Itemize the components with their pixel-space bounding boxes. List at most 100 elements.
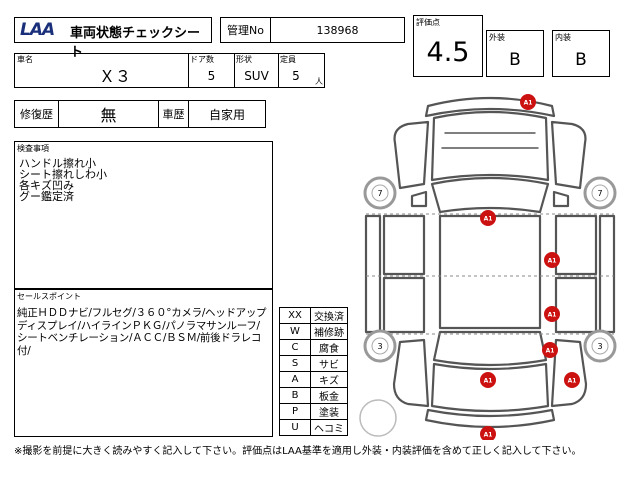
rating-value: 4.5 [426, 36, 470, 68]
tire-tread-indicator: 3 [363, 329, 397, 363]
spare-tire [359, 399, 397, 437]
damage-marker-label: A1 [484, 216, 493, 223]
damage-marker: A1 [544, 252, 560, 268]
front-bumper [424, 96, 556, 118]
damage-marker-label: A1 [548, 312, 557, 319]
divider [234, 54, 235, 87]
legend-meaning: 腐食 [310, 339, 348, 356]
legend-code: S [279, 355, 311, 372]
damage-marker-label: A1 [568, 378, 577, 385]
rating-box: 評価点 4.5 [413, 15, 483, 77]
left-front-fender [393, 120, 430, 190]
damage-marker: A1 [480, 210, 496, 226]
repair-value: 無 [59, 101, 159, 127]
sales-label: セールスポイント [17, 292, 81, 301]
legend-meaning: 補修跡 [310, 323, 348, 340]
damage-marker: A1 [520, 94, 536, 110]
sales-text: 純正ＨＤＤナビ/フルセグ/３６０°カメラ/ヘッドアップディスプレイ/ハイラインＰ… [17, 307, 267, 357]
right-front-door [554, 214, 598, 276]
tire-label: 3 [597, 342, 602, 351]
usage-value: 自家用 [208, 107, 245, 122]
tire-label: 7 [377, 189, 382, 198]
legend-code: C [279, 339, 311, 356]
tire-tread-indicator: 7 [583, 176, 617, 210]
capacity-label: 定員 [280, 55, 296, 64]
inspection-box: 検査事項 ハンドル擦れ小 シート擦れしわ小 各キズ凹み グー鑑定済 [14, 141, 273, 289]
tire-label: 3 [377, 342, 382, 351]
rear-glass [432, 330, 548, 367]
right-rear-fender [550, 338, 588, 408]
legend-meaning: ヘコミ [310, 419, 348, 436]
damage-marker: A1 [544, 306, 560, 322]
vehicle-row: 車名 Ｘ３ ドア数 5 形状 SUV 定員 5 人 [14, 53, 325, 88]
legend-code: W [279, 323, 311, 340]
right-mirror [552, 190, 570, 208]
rear-bumper [424, 408, 556, 429]
shape-label: 形状 [236, 55, 252, 64]
inspection-label: 検査事項 [17, 144, 49, 153]
hood [430, 110, 550, 182]
inspection-text: ハンドル擦れ小 シート擦れしわ小 各キズ凹み グー鑑定済 [19, 157, 107, 203]
right-front-fender [550, 120, 587, 190]
title-box: LAA 車両状態チェックシート [14, 17, 212, 60]
laa-logo: LAA [20, 20, 55, 40]
repair-label: 修復歴 [15, 101, 59, 127]
exterior-value: B [509, 50, 521, 70]
capacity-value: 5 [292, 69, 300, 83]
tire-tread-indicator: 7 [363, 176, 397, 210]
left-rear-fender [392, 338, 430, 408]
legend-code: XX [279, 307, 311, 324]
tire-tread-indicator: 3 [583, 329, 617, 363]
rating-label: 評価点 [416, 18, 440, 27]
left-mirror [410, 190, 428, 208]
windshield [430, 176, 550, 214]
sales-box: セールスポイント 純正ＨＤＤナビ/フルセグ/３６０°カメラ/ヘッドアップディスプ… [14, 289, 273, 437]
capacity-unit: 人 [315, 77, 323, 86]
damage-marker-label: A1 [484, 378, 493, 385]
legend-code: U [279, 419, 311, 436]
exterior-box: 外装 B [486, 30, 544, 77]
damage-marker-label: A1 [548, 258, 557, 265]
mgmt-label: 管理No [221, 18, 271, 42]
damage-marker-label: A1 [484, 432, 493, 439]
damage-marker: A1 [542, 342, 558, 358]
footer-note: ※撮影を前提に大きく読みやすく記入して下さい。評価点はLAA基準を適用し外装・内… [14, 446, 582, 457]
shape-value: SUV [244, 69, 269, 83]
usage-label: 車歴 [159, 101, 189, 127]
legend-meaning: 交換済 [310, 307, 348, 324]
damage-marker-label: A1 [524, 100, 533, 107]
left-front-door [382, 214, 426, 276]
left-rear-door [382, 276, 426, 334]
interior-label: 内装 [555, 33, 571, 42]
right-side-sill [598, 214, 616, 334]
damage-marker: A1 [480, 372, 496, 388]
exterior-label: 外装 [489, 33, 505, 42]
damage-marker: A1 [480, 426, 496, 440]
history-row: 修復歴 無 車歴 自家用 [14, 100, 266, 128]
legend-meaning: キズ [310, 371, 348, 388]
divider [188, 54, 189, 87]
car-name-label: 車名 [17, 55, 33, 64]
damage-marker-label: A1 [546, 348, 555, 355]
interior-box: 内装 B [552, 30, 610, 77]
doors-value: 5 [207, 69, 216, 83]
mgmt-value: 138968 [316, 23, 359, 37]
legend-code: B [279, 387, 311, 404]
roof [438, 214, 542, 330]
divider [278, 54, 279, 87]
damage-marker: A1 [564, 372, 580, 388]
hood-line [441, 132, 539, 149]
legend-meaning: サビ [310, 355, 348, 372]
left-side-sill [364, 214, 382, 334]
